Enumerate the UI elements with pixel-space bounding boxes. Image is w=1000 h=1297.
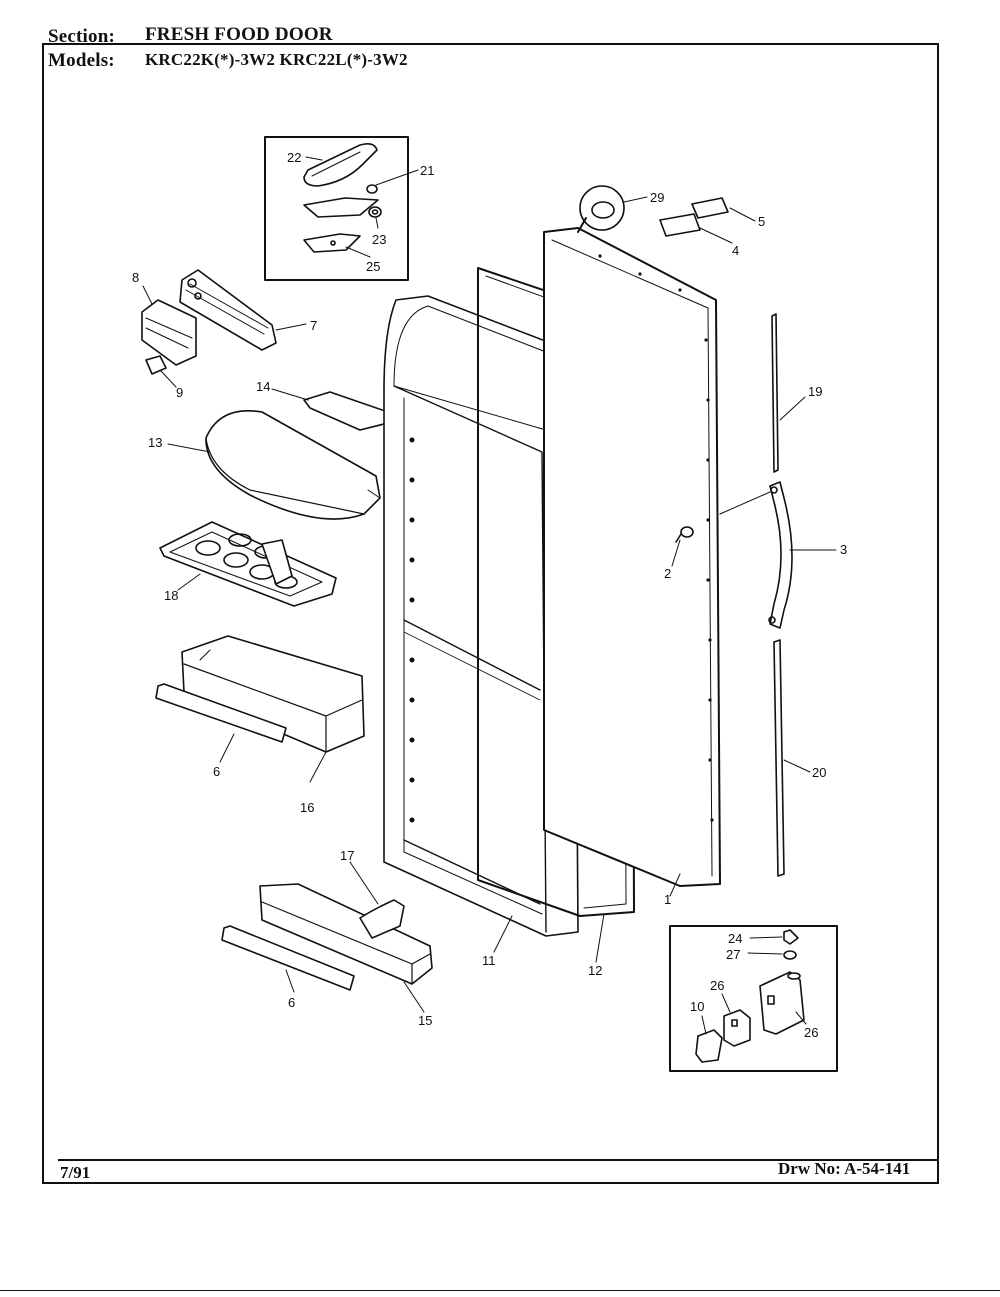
- callout-14: 14: [256, 379, 270, 394]
- section-title: FRESH FOOD DOOR: [145, 24, 333, 45]
- part-13-dairy-cover: [205, 410, 381, 520]
- footer-divider: [58, 1159, 939, 1161]
- callout-25: 25: [366, 259, 380, 274]
- lower-hinge-inset-box: [669, 925, 838, 1072]
- callout-15: 15: [418, 1013, 432, 1028]
- callout-6-lower: 6: [288, 995, 295, 1010]
- part-20-handle-trim-lower: [773, 639, 785, 877]
- hinge-cam-assembly: [141, 269, 277, 375]
- callout-26-left: 26: [710, 978, 724, 993]
- callout-17: 17: [340, 848, 354, 863]
- leader-lines: [142, 156, 837, 1035]
- callout-21: 21: [420, 163, 434, 178]
- callout-19: 19: [808, 384, 822, 399]
- part-11-door-liner: [383, 295, 579, 937]
- part-3-handle: [768, 481, 793, 629]
- callout-27: 27: [726, 947, 740, 962]
- callout-20: 20: [812, 765, 826, 780]
- part-6-trim-lower: [221, 925, 355, 991]
- page-edge-rule: [0, 1290, 1000, 1291]
- part-1-outer-door: [543, 227, 721, 887]
- callout-numbers: 22 21 23 25 29 5 4 8 7 9 14 19 13 3 2 18…: [132, 150, 847, 1040]
- section-label: Section:: [48, 26, 116, 47]
- callout-23: 23: [372, 232, 386, 247]
- part-15-lower-bin: [259, 883, 433, 985]
- part-29-plug: [577, 185, 625, 233]
- callout-5: 5: [758, 214, 765, 229]
- part-6-trim-upper: [155, 683, 287, 743]
- callout-24: 24: [728, 931, 742, 946]
- footer-date: 7/91: [60, 1163, 91, 1182]
- callout-26-right: 26: [804, 1025, 818, 1040]
- callout-2: 2: [664, 566, 671, 581]
- part-18-egg-tray: [159, 521, 337, 607]
- callout-12: 12: [588, 963, 602, 978]
- callout-3: 3: [840, 542, 847, 557]
- diagram-frame: [42, 43, 939, 1184]
- callout-6-upper: 6: [213, 764, 220, 779]
- models-label: Models:: [48, 50, 115, 71]
- part-16-door-bin: [181, 635, 365, 753]
- callout-13: 13: [148, 435, 162, 450]
- callout-1: 1: [664, 892, 671, 907]
- callout-16: 16: [300, 800, 314, 815]
- callout-22: 22: [287, 150, 301, 165]
- callout-7: 7: [310, 318, 317, 333]
- drawing-number: Drw No: A-54-141: [778, 1159, 911, 1178]
- part-14-clip: [303, 391, 389, 431]
- part-19-handle-trim-upper: [771, 313, 779, 473]
- callout-8: 8: [132, 270, 139, 285]
- callout-10: 10: [690, 999, 704, 1014]
- part-2-stop: [675, 526, 694, 543]
- callout-18: 18: [164, 588, 178, 603]
- callout-9: 9: [176, 385, 183, 400]
- callout-4: 4: [732, 243, 739, 258]
- callout-11: 11: [482, 953, 496, 968]
- callout-29: 29: [650, 190, 664, 205]
- part-4-plate: [659, 213, 701, 237]
- part-5-plate: [691, 197, 729, 219]
- models-list: KRC22K(*)-3W2 KRC22L(*)-3W2: [145, 50, 408, 69]
